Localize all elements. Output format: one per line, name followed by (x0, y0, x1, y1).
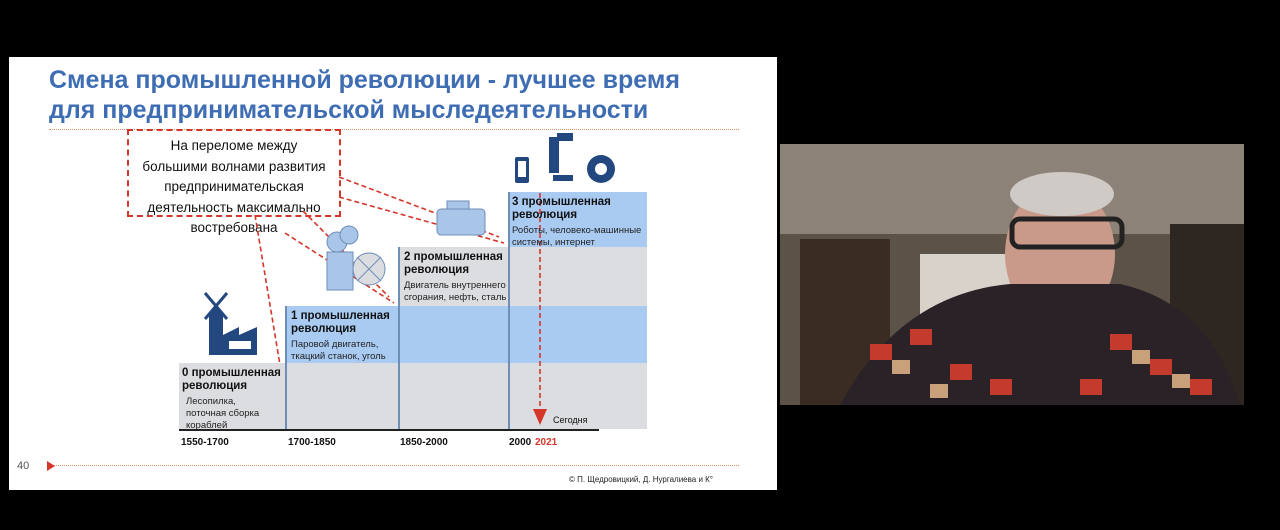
robot-arm-phone-gear-icon (515, 133, 615, 183)
title-line-2: для предпринимательской мыследеятельност… (49, 96, 649, 124)
callout-line: большими волнами развития (142, 158, 326, 174)
presentation-slide: Смена промышленной революции - лучшее вр… (9, 57, 777, 490)
today-label: Сегодня (553, 415, 588, 425)
footer-divider (49, 465, 739, 466)
today-arrow-icon (533, 409, 547, 425)
band-stage-2 (399, 247, 647, 306)
steam-engine-icon (326, 225, 386, 291)
slide-title: Смена промышленной революции - лучшее вр… (49, 65, 749, 125)
timeline-axis (179, 429, 599, 431)
period-label-0: 1550-1700 (181, 437, 229, 448)
person-video-feed (780, 144, 1244, 405)
callout-line: деятельность максимально (147, 199, 321, 215)
today-year: 2021 (535, 437, 558, 448)
period-divider-2 (398, 247, 400, 431)
period-divider-1 (285, 306, 287, 431)
presenter-video (780, 144, 1244, 405)
pointer-lines (203, 133, 615, 425)
band-stage-1 (285, 306, 647, 363)
engine-icon (436, 200, 486, 236)
period-label-2: 1850-2000 (400, 437, 448, 448)
period-label-1: 1700-1850 (288, 437, 336, 448)
copyright: © П. Щедровицкий, Д. Нургалиева и К° (569, 475, 713, 484)
windmill-factory-icon (203, 292, 257, 355)
band-stage-0 (179, 363, 647, 429)
page-number: 40 (17, 460, 30, 472)
callout-line: предпринимательская (164, 179, 304, 194)
band-stage-3 (509, 192, 647, 247)
period-label-3: 2000 (509, 437, 532, 448)
play-arrow-icon (47, 461, 55, 471)
period-divider-3 (508, 192, 510, 431)
title-divider (49, 129, 739, 130)
title-line-1: Смена промышленной революции - лучшее вр… (49, 66, 680, 94)
callout-line: На переломе между (170, 138, 298, 153)
